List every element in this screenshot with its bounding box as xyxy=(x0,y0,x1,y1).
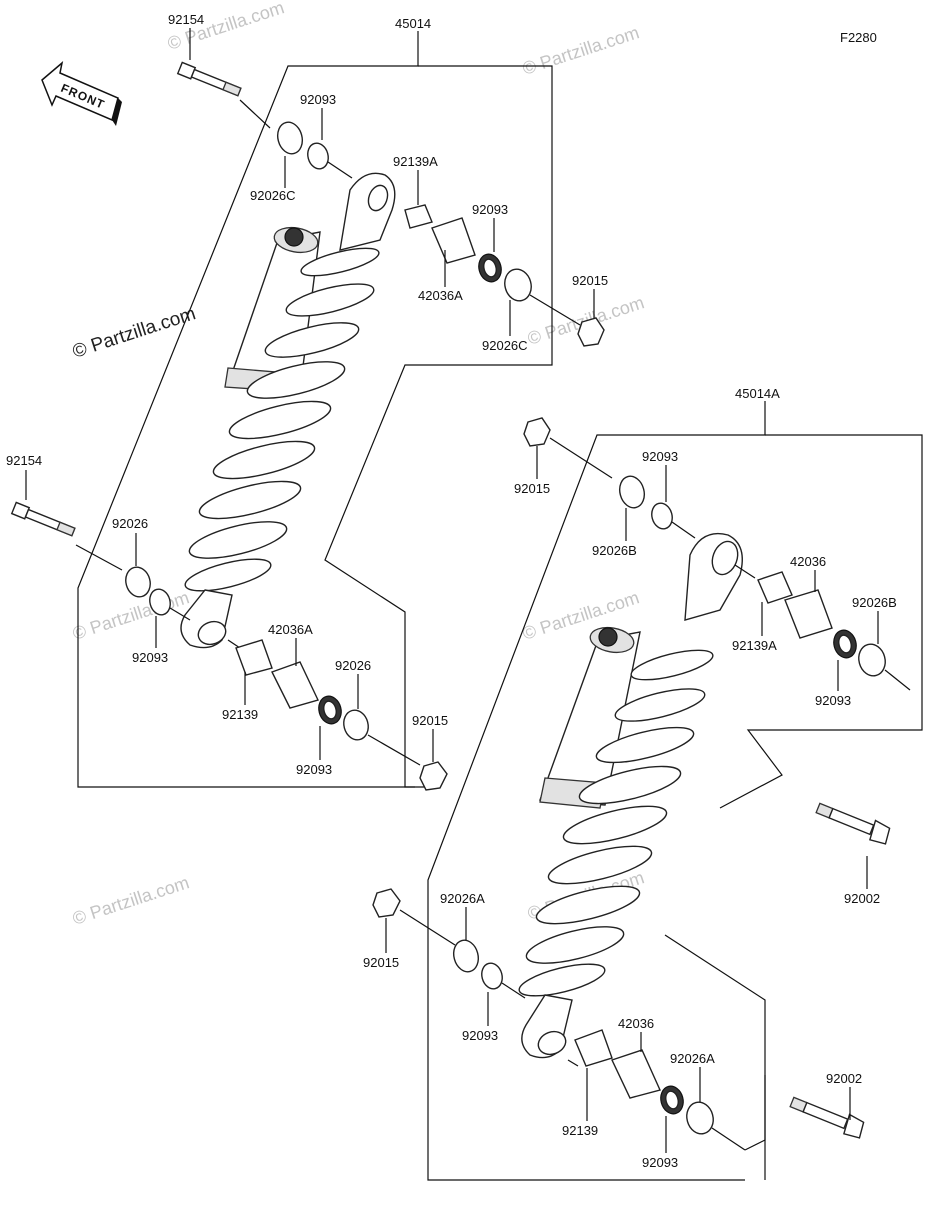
callout-label: 92015 xyxy=(572,273,608,288)
watermark: © Partzilla.com xyxy=(70,587,192,644)
callouts-upper: 92154 92093 92026C 92139A 92093 42036A 9… xyxy=(6,12,608,777)
callout-label: 92139 xyxy=(222,707,258,722)
callout-label: 92093 xyxy=(472,202,508,217)
callout-label: 92026 xyxy=(335,658,371,673)
bolt xyxy=(10,501,76,537)
callout-label: 92026C xyxy=(250,188,296,203)
assembly-upper-bracket: 45014 xyxy=(77,16,553,788)
callout-label: 92026A xyxy=(440,891,485,906)
watermark-main: © Partzilla.com xyxy=(70,303,198,363)
callout-label: 92002 xyxy=(844,891,880,906)
spring xyxy=(184,247,380,592)
hardware-upper xyxy=(10,61,605,791)
callout-label: 92002 xyxy=(826,1071,862,1086)
callout-label: 92093 xyxy=(462,1028,498,1043)
callout-label: 92139A xyxy=(732,638,777,653)
callout-label: 92093 xyxy=(132,650,168,665)
watermark: © Partzilla.com xyxy=(70,872,192,929)
watermark: © Partzilla.com xyxy=(520,22,642,79)
callout-label: 92026A xyxy=(670,1051,715,1066)
bolt xyxy=(789,1096,865,1139)
bolt xyxy=(176,61,242,97)
callout-label: 92154 xyxy=(6,453,42,468)
shock-absorber-upper xyxy=(180,172,396,649)
assembly-lower-bracket: 45014A xyxy=(427,386,923,1181)
callout-label: 92139A xyxy=(393,154,438,169)
callout-label: 92026B xyxy=(592,543,637,558)
callout-label: 92026B xyxy=(852,595,897,610)
callout-label: 92154 xyxy=(168,12,204,27)
callout-label: 92015 xyxy=(363,955,399,970)
callout-label: 92026C xyxy=(482,338,528,353)
callout-label: 92139 xyxy=(562,1123,598,1138)
callout-label: 92093 xyxy=(815,693,851,708)
bolt xyxy=(815,802,891,845)
callout-label: 42036A xyxy=(418,288,463,303)
assembly-number: 45014A xyxy=(735,386,780,401)
shock-absorber-lower xyxy=(518,532,743,1059)
callout-label: 92093 xyxy=(300,92,336,107)
front-arrow-icon: FRONT xyxy=(41,61,122,126)
callout-label: 92093 xyxy=(296,762,332,777)
callout-label: 92093 xyxy=(642,449,678,464)
callout-label: 42036 xyxy=(618,1016,654,1031)
callout-label: 42036A xyxy=(268,622,313,637)
callout-label: 92093 xyxy=(642,1155,678,1170)
hardware-lower xyxy=(372,417,911,1151)
diagram-code: F2280 xyxy=(840,30,877,45)
callout-label: 42036 xyxy=(790,554,826,569)
callouts-lower: 92015 92093 92026B 42036 92026B 92139A 9… xyxy=(363,446,897,1170)
callout-label: 92015 xyxy=(514,481,550,496)
spring xyxy=(518,649,714,997)
callout-label: 92026 xyxy=(112,516,148,531)
callout-label: 92015 xyxy=(412,713,448,728)
assembly-number: 45014 xyxy=(395,16,431,31)
